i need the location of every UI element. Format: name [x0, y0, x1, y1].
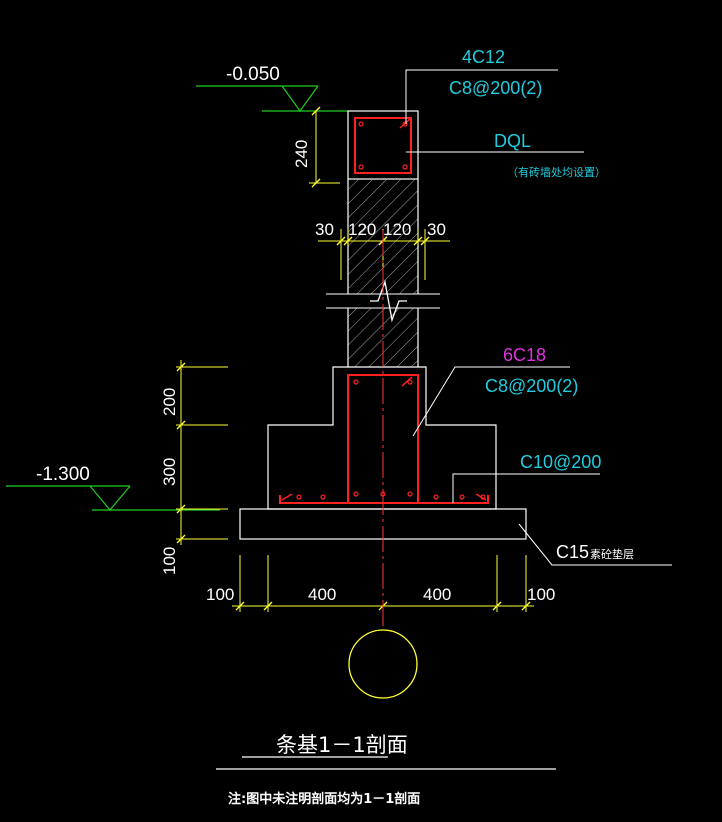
level-mark-top: -0.050 — [196, 64, 348, 113]
column-annotation: 6C18 C8@200(2) — [412, 345, 578, 437]
bottom-dim-3: 400 — [423, 585, 451, 604]
beam-stirrups-label: C8@200(2) — [449, 78, 542, 98]
dim-vertical-left: 200 300 100 — [160, 360, 228, 575]
footing-rebar — [279, 493, 489, 504]
wall-dim-4: 30 — [427, 220, 446, 239]
wall-dim-3: 120 — [383, 220, 411, 239]
bottom-dim-1: 100 — [206, 585, 234, 604]
level-top-label: -0.050 — [226, 64, 280, 85]
section-title: 条基1－1剖面 — [276, 733, 408, 757]
dim-horizontal-bottom: 100 400 400 100 — [206, 555, 555, 612]
footing-bars-label: C10@200 — [520, 452, 601, 472]
cushion-annotation: C15 素砼垫层 — [518, 523, 672, 566]
cushion-note-label: 素砼垫层 — [590, 547, 634, 561]
cushion-height-label: 100 — [160, 547, 179, 575]
beam-name-label: DQL — [494, 131, 531, 151]
beam-height-label: 240 — [292, 140, 311, 168]
bottom-dim-4: 100 — [527, 585, 555, 604]
ring-beam — [347, 110, 419, 180]
centerline — [348, 230, 418, 699]
title-block: 条基1－1剖面 注:图中未注明剖面均为1－1剖面 — [216, 733, 556, 807]
beam-stirrup — [354, 117, 412, 174]
footing-height-label: 300 — [160, 458, 179, 486]
level-bottom-label: -1.300 — [36, 464, 90, 485]
pedestal-height-label: 200 — [160, 388, 179, 416]
bottom-dim-2: 400 — [308, 585, 336, 604]
footing-rebar-annotation: C10@200 — [452, 452, 601, 503]
wall-dim-1: 30 — [315, 220, 334, 239]
dim-beam-height: 240 — [292, 106, 340, 188]
column-main-bars-label: 6C18 — [503, 345, 546, 365]
cushion-label: C15 — [556, 542, 589, 562]
title-note: 注:图中未注明剖面均为1－1剖面 — [228, 791, 420, 807]
ring-beam-annotation: 4C12 C8@200(2) DQL （有砖墙处均设置） — [405, 47, 606, 179]
break-symbol — [370, 279, 407, 323]
beam-note-label: （有砖墙处均设置） — [507, 165, 606, 179]
wall-dim-2: 120 — [348, 220, 376, 239]
column-stirrups-label: C8@200(2) — [485, 376, 578, 396]
beam-main-bars-label: 4C12 — [462, 47, 505, 67]
axis-circle — [348, 629, 418, 699]
level-mark-bottom: -1.300 — [6, 464, 220, 511]
